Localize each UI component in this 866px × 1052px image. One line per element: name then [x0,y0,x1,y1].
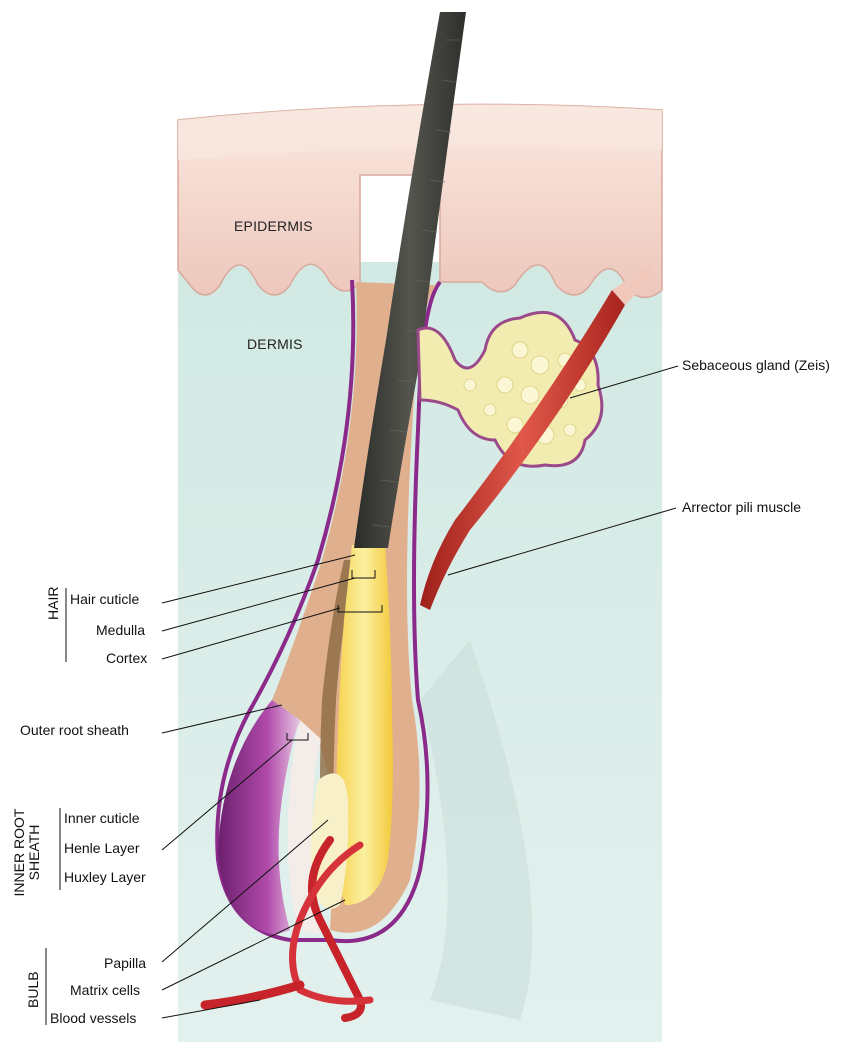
bulb-group-label: BULB [26,971,41,1008]
inner-cuticle-label: Inner cuticle [64,810,139,826]
matrix-cells-label: Matrix cells [70,982,140,998]
cortex-label: Cortex [106,650,147,666]
dermis-label: DERMIS [247,336,303,352]
huxley-layer-label: Huxley Layer [64,869,146,885]
inner-root-sheath-group-label: INNER ROOT SHEATH [12,805,42,900]
blood-vessels-label: Blood vessels [50,1010,136,1026]
medulla-label: Medulla [96,622,145,638]
sebaceous-gland-label: Sebaceous gland (Zeis) [682,357,830,373]
inner-root-line-2: SHEATH [27,805,42,900]
hair-group-label: HAIR [46,587,61,620]
papilla-label: Papilla [104,955,146,971]
arrector-pili-label: Arrector pili muscle [682,499,801,515]
outer-root-sheath-label: Outer root sheath [20,722,129,738]
hair-cuticle-label: Hair cuticle [70,591,139,607]
inner-root-line-1: INNER ROOT [12,805,27,900]
henle-layer-label: Henle Layer [64,840,140,856]
epidermis-label: EPIDERMIS [234,218,313,234]
